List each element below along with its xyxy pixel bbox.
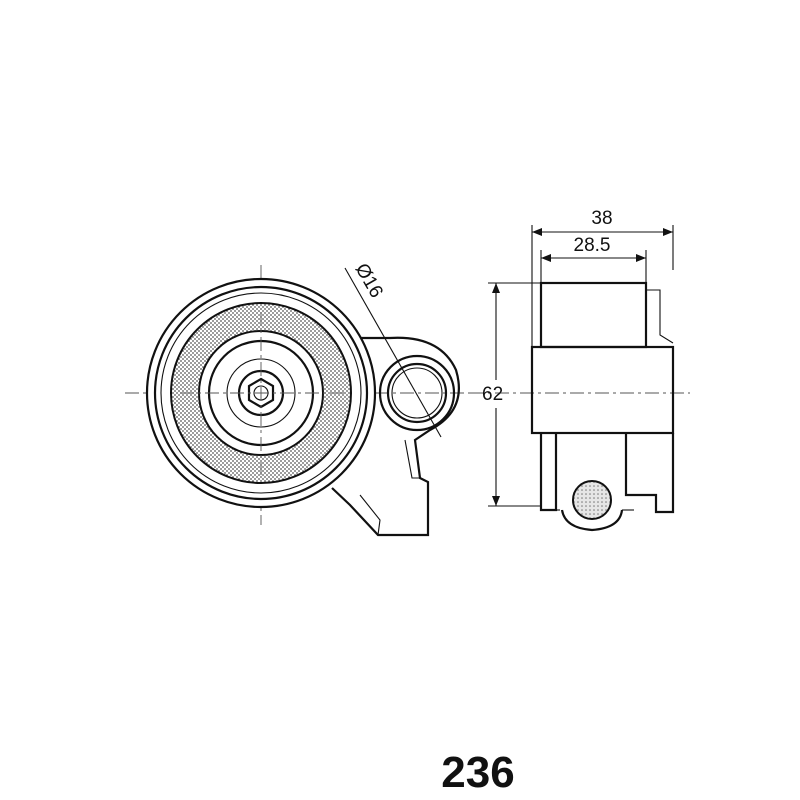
height-label: 62 [482, 384, 503, 405]
front-view: Ø16 [125, 260, 470, 537]
side-flange [530, 345, 675, 435]
arm-boss-outer [378, 354, 456, 432]
tensioner-arm [330, 336, 460, 537]
part-number: 236 [441, 748, 514, 797]
side-pulley-body [539, 281, 648, 349]
bolt-hole-inner [391, 367, 443, 419]
bolt-hole-outer [386, 362, 448, 424]
roller-ball [572, 480, 612, 520]
pulley-rim-inner [160, 292, 362, 494]
bolt-diameter-label: Ø16 [351, 260, 387, 302]
arm-slot-detail [404, 439, 420, 479]
diameter-leader-line [344, 267, 442, 438]
pulley-hub-inner [226, 358, 296, 428]
side-arm-left [539, 433, 558, 512]
side-arm-right [624, 433, 675, 514]
roller-cup [560, 509, 624, 532]
width-pulley-label: 28.5 [574, 235, 611, 256]
pulley-rim-outer [153, 285, 369, 501]
width-total-label: 38 [591, 208, 612, 229]
side-view: 38 28.5 62 [470, 208, 690, 532]
side-pulley-step [646, 289, 674, 344]
arm-foot-detail [359, 494, 381, 536]
